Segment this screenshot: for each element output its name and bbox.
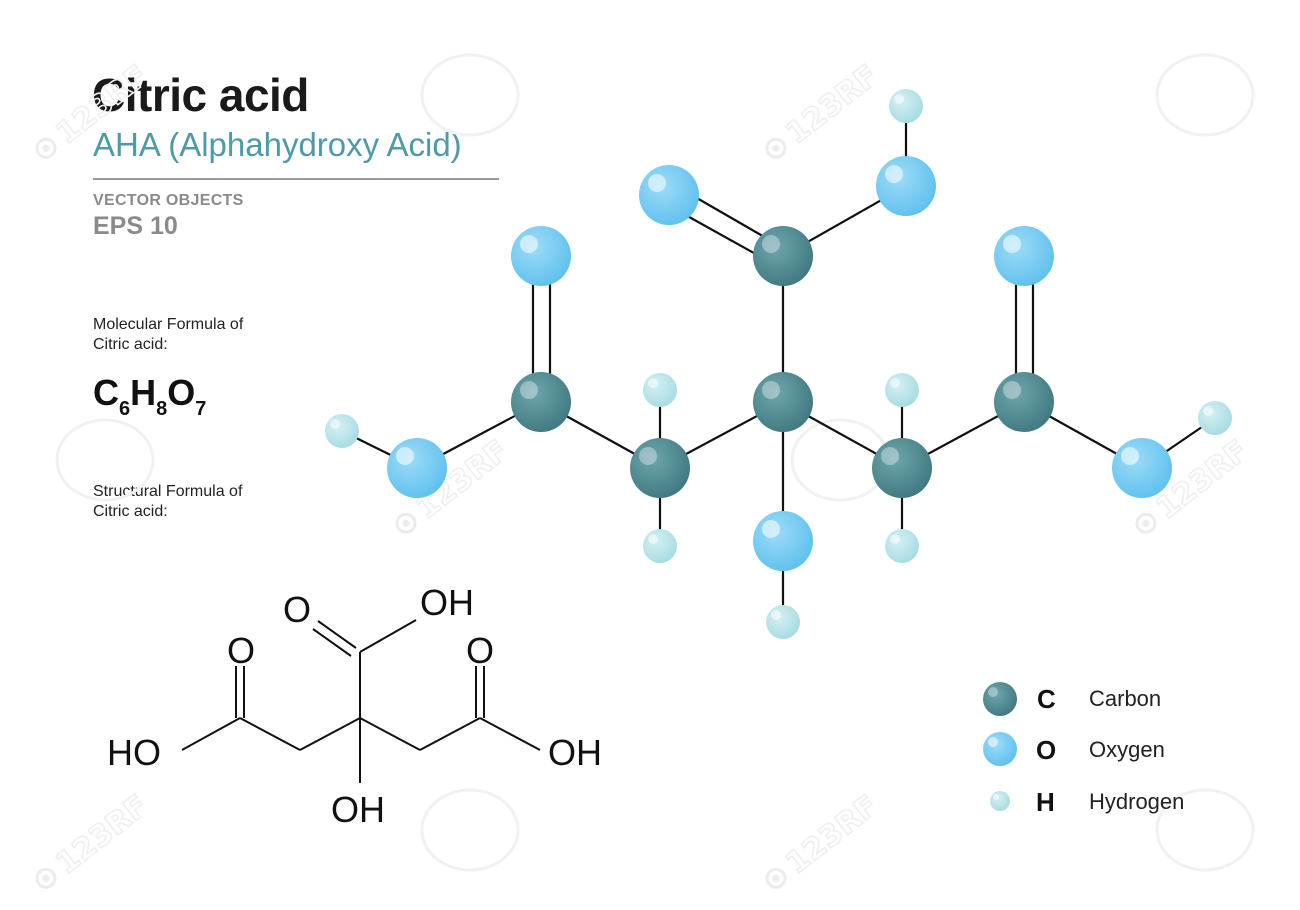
label-oh-right: OH	[548, 732, 602, 773]
hydrogen-atom	[1198, 401, 1232, 435]
hydrogen-atom	[643, 529, 677, 563]
legend-carbon-swatch	[983, 682, 1017, 716]
hydrogen-atom	[766, 605, 800, 639]
formula-h-count: 8	[156, 398, 168, 420]
molecular-formula-caption-line2: Citric acid:	[93, 336, 168, 353]
oxygen-atom	[753, 511, 813, 571]
legend-symbol-c: C	[1037, 684, 1056, 714]
carbon-atom	[753, 226, 813, 286]
formula-c-count: 6	[119, 398, 131, 420]
legend-name-carbon: Carbon	[1089, 686, 1161, 711]
oxygen-atom	[639, 165, 699, 225]
molecular-formula-caption: Molecular Formula of Citric acid:	[93, 315, 313, 355]
legend-symbol-h: H	[1036, 787, 1055, 817]
legend-symbol-o: O	[1036, 735, 1056, 765]
formula-c: C	[93, 372, 119, 413]
oxygen-atom	[876, 156, 936, 216]
watermark-text: 123RF	[780, 58, 885, 151]
hydrogen-atom	[325, 414, 359, 448]
carbon-atom	[994, 372, 1054, 432]
label-o-top-center: O	[283, 589, 311, 630]
vector-objects-label: VECTOR OBJECTS	[93, 192, 244, 209]
label-ho-left: HO	[107, 732, 161, 773]
eps-label: EPS 10	[93, 212, 178, 240]
oxygen-atom	[1112, 438, 1172, 498]
formula-h: H	[130, 372, 157, 413]
legend-name-oxygen: Oxygen	[1089, 737, 1165, 762]
carbon-atom	[630, 438, 690, 498]
legend-name-hydrogen: Hydrogen	[1089, 789, 1184, 814]
oxygen-atom	[994, 226, 1054, 286]
molecular-formula: C6H8O7	[93, 372, 206, 421]
carbon-atom	[511, 372, 571, 432]
divider	[93, 178, 499, 180]
watermark-text: 123RF	[50, 788, 155, 881]
watermark-text: 123RF	[780, 788, 885, 881]
skeletal-bonds	[181, 619, 541, 783]
legend-oxygen-swatch	[983, 732, 1017, 766]
hydrogen-atom	[643, 373, 677, 407]
hydrogen-atom	[889, 89, 923, 123]
carbon-atom	[872, 438, 932, 498]
structural-formula: O OH O O HO OH OH	[107, 582, 602, 830]
legend: C Carbon O Oxygen H Hydrogen	[983, 682, 1184, 817]
legend-hydrogen-swatch	[990, 791, 1010, 811]
label-oh-top-center: OH	[420, 582, 474, 623]
molecule-atoms	[325, 89, 1232, 639]
formula-o: O	[167, 372, 196, 413]
label-oh-bottom: OH	[331, 789, 385, 830]
oxygen-atom	[387, 438, 447, 498]
structural-formula-caption-line2: Citric acid:	[93, 503, 168, 520]
label-o-right: O	[466, 630, 494, 671]
oxygen-atom	[511, 226, 571, 286]
page-title: Citric acid	[92, 69, 309, 121]
label-o-left: O	[227, 630, 255, 671]
carbon-atom	[753, 372, 813, 432]
watermark-text: 123RF	[50, 58, 155, 151]
molecular-formula-caption-line1: Molecular Formula of	[93, 316, 244, 333]
hydrogen-atom	[885, 529, 919, 563]
page-subtitle: AHA (Alphahydroxy Acid)	[93, 126, 462, 163]
formula-o-count: 7	[195, 398, 207, 420]
hydrogen-atom	[885, 373, 919, 407]
